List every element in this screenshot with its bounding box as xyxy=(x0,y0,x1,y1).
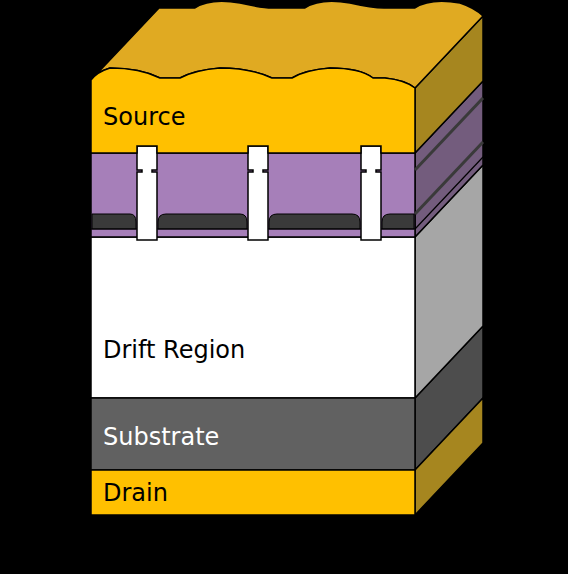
trench xyxy=(248,146,268,240)
source-band: Source xyxy=(95,96,411,138)
layer-label: Drift Region xyxy=(103,337,245,363)
channel-strip xyxy=(269,214,360,229)
substrate-front xyxy=(91,398,415,470)
substrate-band: Substrate xyxy=(95,416,411,458)
source-front xyxy=(91,68,415,153)
trench xyxy=(361,146,381,240)
drain-band: Drain xyxy=(95,474,411,512)
drain-front xyxy=(91,470,415,515)
drift-front xyxy=(91,237,415,398)
junction-line-side xyxy=(415,157,483,229)
layer-label: Drain xyxy=(103,480,168,506)
channel-side xyxy=(415,142,483,214)
drain-side xyxy=(415,398,483,515)
channel-strip xyxy=(158,214,247,229)
layer-label: Substrate xyxy=(103,424,219,450)
channel-strip xyxy=(382,214,414,229)
trench xyxy=(137,146,157,240)
body-side-line xyxy=(415,98,483,170)
drift-region-band: Drift Region xyxy=(95,328,411,372)
channel-strip xyxy=(92,214,136,229)
layer-label: Source xyxy=(103,104,185,130)
